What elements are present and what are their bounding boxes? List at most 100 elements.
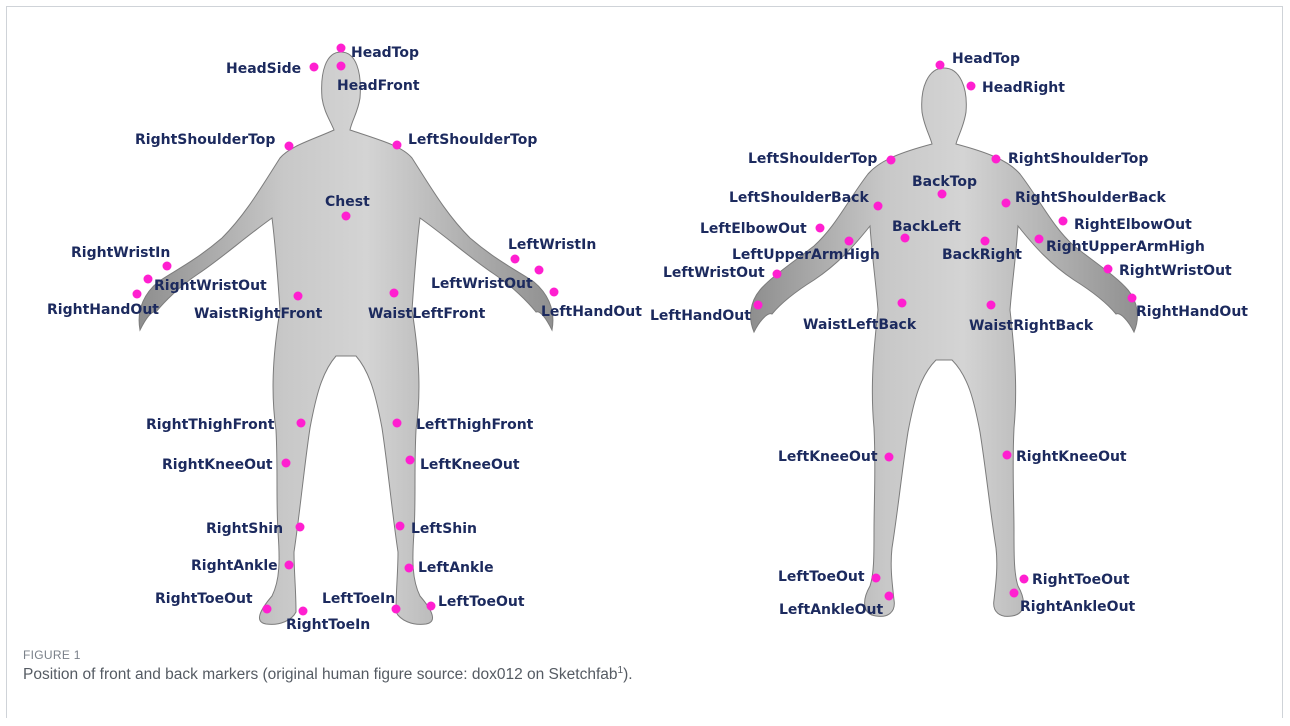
- back-marker-label-right-shoulder-back: RightShoulderBack: [1015, 190, 1167, 206]
- front-marker-dot-right-ankle: [285, 561, 294, 570]
- front-marker-label-left-wrist-in: LeftWristIn: [508, 237, 596, 253]
- front-marker-dot-right-wrist-out: [144, 275, 153, 284]
- back-marker-dot-right-ankle-out: [1010, 589, 1019, 598]
- front-marker-label-right-toe-out: RightToeOut: [155, 591, 253, 607]
- front-marker-dot-left-toe-out: [427, 602, 436, 611]
- back-marker-label-back-left: BackLeft: [892, 219, 961, 235]
- figure-label: FIGURE 1: [23, 648, 81, 662]
- back-marker-label-right-wrist-out: RightWristOut: [1119, 263, 1232, 279]
- front-marker-label-waist-right-front: WaistRightFront: [194, 306, 323, 322]
- front-marker-dot-right-toe-in: [299, 607, 308, 616]
- front-marker-dot-right-thigh-front: [297, 419, 306, 428]
- back-marker-dot-left-ankle-out: [885, 592, 894, 601]
- front-marker-label-left-wrist-out: LeftWristOut: [431, 276, 533, 292]
- front-marker-label-right-ankle: RightAnkle: [191, 558, 278, 574]
- back-marker-label-left-ankle-out: LeftAnkleOut: [779, 602, 883, 618]
- front-marker-label-left-toe-out: LeftToeOut: [438, 594, 525, 610]
- front-marker-dot-left-thigh-front: [393, 419, 402, 428]
- back-marker-dot-left-elbow-out: [816, 224, 825, 233]
- back-marker-dot-right-wrist-out: [1104, 265, 1113, 274]
- back-marker-dot-right-toe-out: [1020, 575, 1029, 584]
- front-marker-dot-right-toe-out: [263, 605, 272, 614]
- front-marker-label-left-thigh-front: LeftThighFront: [416, 417, 534, 433]
- front-marker-label-right-hand-out: RightHandOut: [47, 302, 159, 318]
- front-marker-label-chest: Chest: [325, 194, 370, 210]
- front-marker-dot-left-hand-out: [550, 288, 559, 297]
- front-marker-label-right-knee-out: RightKneeOut: [162, 457, 273, 473]
- front-marker-label-left-shoulder-top: LeftShoulderTop: [408, 132, 537, 148]
- back-marker-label-right-knee-out: RightKneeOut: [1016, 449, 1127, 465]
- front-marker-label-head-side: HeadSide: [226, 61, 301, 77]
- back-marker-label-head-top: HeadTop: [952, 51, 1020, 67]
- front-marker-dot-right-shoulder-top: [285, 142, 294, 151]
- back-marker-dot-head-right: [967, 82, 976, 91]
- back-marker-label-right-toe-out: RightToeOut: [1032, 572, 1130, 588]
- front-marker-label-right-shoulder-top: RightShoulderTop: [135, 132, 275, 148]
- back-marker-label-left-shoulder-top: LeftShoulderTop: [748, 151, 877, 167]
- front-marker-dot-head-front: [337, 62, 346, 71]
- back-marker-dot-left-toe-out: [872, 574, 881, 583]
- back-marker-dot-left-hand-out: [754, 301, 763, 310]
- back-marker-label-left-upper-arm-high: LeftUpperArmHigh: [732, 247, 880, 263]
- front-marker-dot-left-knee-out: [406, 456, 415, 465]
- front-marker-label-left-shin: LeftShin: [411, 521, 477, 537]
- back-marker-dot-left-upper-arm-high: [845, 237, 854, 246]
- front-marker-dot-waist-right-front: [294, 292, 303, 301]
- front-marker-dot-right-hand-out: [133, 290, 142, 299]
- back-marker-dot-right-knee-out: [1003, 451, 1012, 460]
- back-marker-label-right-elbow-out: RightElbowOut: [1074, 217, 1192, 233]
- marker-layer: HeadTopHeadSideHeadFrontRightShoulderTop…: [47, 44, 1248, 634]
- front-marker-dot-head-side: [310, 63, 319, 72]
- front-marker-label-left-knee-out: LeftKneeOut: [420, 457, 520, 473]
- back-marker-label-right-upper-arm-high: RightUpperArmHigh: [1046, 239, 1205, 255]
- front-marker-dot-right-wrist-in: [163, 262, 172, 271]
- front-marker-label-right-shin: RightShin: [206, 521, 283, 537]
- back-marker-label-waist-left-back: WaistLeftBack: [803, 317, 917, 333]
- front-marker-label-left-toe-in: LeftToeIn: [322, 591, 395, 607]
- back-marker-dot-right-hand-out: [1128, 294, 1137, 303]
- back-marker-dot-right-upper-arm-high: [1035, 235, 1044, 244]
- back-marker-label-left-shoulder-back: LeftShoulderBack: [729, 190, 869, 206]
- back-marker-dot-back-top: [938, 190, 947, 199]
- back-marker-label-right-shoulder-top: RightShoulderTop: [1008, 151, 1148, 167]
- front-marker-label-right-thigh-front: RightThighFront: [146, 417, 275, 433]
- back-marker-label-left-wrist-out: LeftWristOut: [663, 265, 765, 281]
- front-marker-label-left-ankle: LeftAnkle: [418, 560, 494, 576]
- front-marker-dot-right-shin: [296, 523, 305, 532]
- back-marker-label-left-toe-out: LeftToeOut: [778, 569, 865, 585]
- front-marker-dot-left-wrist-out: [535, 266, 544, 275]
- back-marker-label-back-right: BackRight: [942, 247, 1022, 263]
- front-marker-label-head-top: HeadTop: [351, 45, 419, 61]
- back-marker-dot-left-wrist-out: [773, 270, 782, 279]
- back-marker-label-right-hand-out: RightHandOut: [1136, 304, 1248, 320]
- front-marker-dot-waist-left-front: [390, 289, 399, 298]
- caption-text: Position of front and back markers (orig…: [23, 666, 618, 683]
- front-marker-dot-left-shin: [396, 522, 405, 531]
- back-marker-dot-left-shoulder-top: [887, 156, 896, 165]
- front-marker-label-left-hand-out: LeftHandOut: [541, 304, 642, 320]
- front-marker-dot-head-top: [337, 44, 346, 53]
- back-marker-dot-right-shoulder-top: [992, 155, 1001, 164]
- front-marker-label-right-wrist-in: RightWristIn: [71, 245, 170, 261]
- back-marker-label-back-top: BackTop: [912, 174, 977, 190]
- back-marker-label-waist-right-back: WaistRightBack: [969, 318, 1094, 334]
- back-marker-dot-right-elbow-out: [1059, 217, 1068, 226]
- front-marker-dot-left-shoulder-top: [393, 141, 402, 150]
- back-marker-dot-right-shoulder-back: [1002, 199, 1011, 208]
- back-marker-dot-waist-left-back: [898, 299, 907, 308]
- figure-caption: Position of front and back markers (orig…: [23, 665, 633, 684]
- back-marker-dot-left-shoulder-back: [874, 202, 883, 211]
- front-marker-label-right-wrist-out: RightWristOut: [154, 278, 267, 294]
- front-marker-dot-chest: [342, 212, 351, 221]
- back-marker-dot-back-right: [981, 237, 990, 246]
- marker-figure: HeadTopHeadSideHeadFrontRightShoulderTop…: [0, 0, 1290, 640]
- back-marker-dot-left-knee-out: [885, 453, 894, 462]
- front-marker-label-right-toe-in: RightToeIn: [286, 617, 370, 633]
- back-marker-label-left-hand-out: LeftHandOut: [650, 308, 751, 324]
- back-marker-label-left-knee-out: LeftKneeOut: [778, 449, 878, 465]
- caption-end: ).: [623, 666, 632, 683]
- back-marker-label-head-right: HeadRight: [982, 80, 1065, 96]
- back-marker-dot-waist-right-back: [987, 301, 996, 310]
- back-marker-label-right-ankle-out: RightAnkleOut: [1020, 599, 1136, 615]
- front-marker-dot-left-wrist-in: [511, 255, 520, 264]
